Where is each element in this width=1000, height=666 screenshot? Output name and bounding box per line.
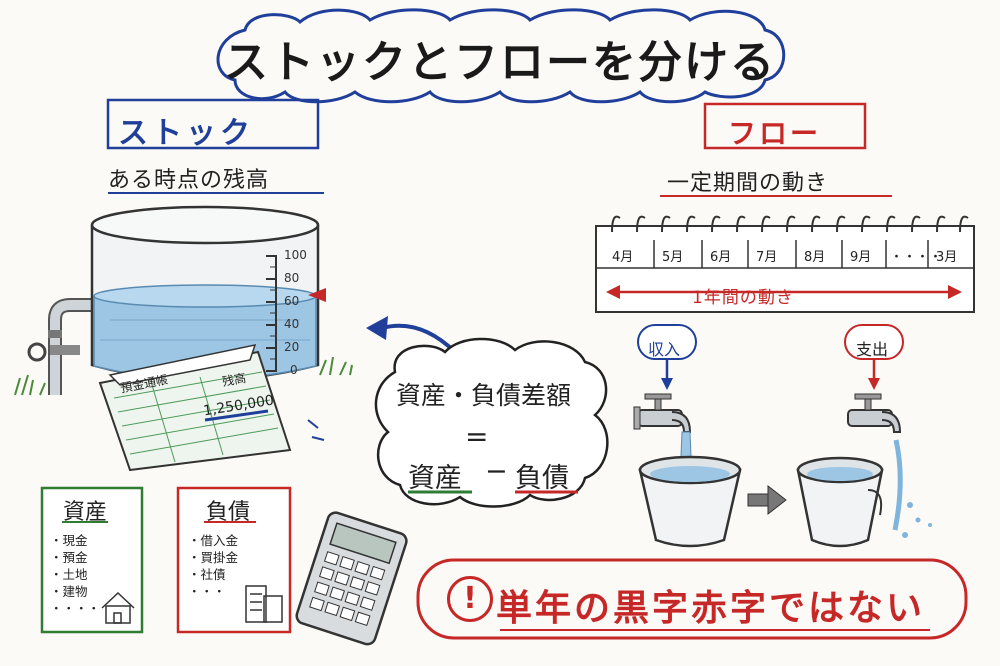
tank-scale-label: 60 [284, 294, 300, 308]
calendar-month: 5月 [662, 250, 684, 265]
equation-line1: 資産・負債差額 [396, 381, 572, 410]
grass-icon [14, 356, 353, 396]
stock-subtitle: ある時点の残高 [108, 168, 270, 193]
income-bucket-icon [638, 455, 742, 548]
equation-liabilities: 負債 [515, 463, 569, 494]
title-cloud [216, 8, 786, 104]
calendar-month: 9月 [850, 250, 872, 265]
calendar-month: 3月 [936, 250, 958, 265]
warning-text: 単年の黒字赤字ではない [496, 588, 926, 629]
calendar-month: 8月 [804, 250, 826, 265]
equation-assets: 資産 [408, 463, 462, 494]
assets-card [40, 486, 144, 634]
liabilities-card-item: ・社債 [188, 567, 226, 582]
water-splash-icon [902, 502, 932, 538]
calendar-month: ・・・・ [890, 250, 943, 265]
liabilities-card-heading: 負債 [206, 500, 251, 525]
equation-cloud [374, 337, 609, 508]
expense-bubble [844, 324, 904, 360]
tank-scale-label: 100 [284, 248, 307, 262]
calendar-icon [595, 215, 975, 313]
building-icon [245, 585, 283, 623]
tank-scale-label: 0 [290, 363, 298, 377]
expense-faucet-icon [847, 393, 902, 433]
liabilities-card-item: ・借入金 [188, 533, 239, 548]
assets-card-item: ・・・・ [50, 601, 101, 616]
liabilities-card-item: ・買掛金 [188, 550, 239, 565]
income-label: 収入 [648, 340, 681, 359]
stock-heading: ストック [118, 116, 254, 151]
assets-card-item: ・現金 [50, 533, 88, 548]
expense-water-stream [892, 439, 903, 531]
liabilities-card-item: ・・・ [188, 584, 226, 599]
transition-arrow-icon [747, 484, 787, 516]
tank-scale-label: 20 [284, 340, 300, 354]
income-bubble [637, 324, 697, 360]
tank-scale-label: 80 [284, 271, 300, 285]
expense-bucket-icon [796, 456, 884, 548]
level-marker-icon [308, 288, 326, 302]
house-icon [101, 591, 135, 624]
tank-scale-label: 40 [284, 317, 300, 331]
passbook-icon [98, 344, 325, 472]
assets-card-item: ・土地 [50, 567, 88, 582]
calendar-month: 6月 [710, 250, 732, 265]
calculator-icon [295, 511, 408, 646]
flow-heading-box [703, 102, 867, 150]
calendar-month: 4月 [612, 250, 634, 265]
expense-label: 支出 [856, 340, 889, 359]
flow-heading: フロー [728, 117, 822, 150]
assets-card-item: ・預金 [50, 550, 88, 565]
assets-card-item: ・建物 [50, 584, 88, 599]
page-title: ストックとフローを分ける [224, 37, 776, 88]
flow-subtitle: 一定期間の動き [667, 171, 829, 196]
assets-card-heading: 資産 [63, 500, 108, 525]
liabilities-card [176, 486, 292, 634]
exclamation-icon: ! [447, 576, 493, 622]
income-faucet-icon [633, 393, 692, 433]
water-tank-icon [90, 205, 326, 382]
stock-heading-box [106, 98, 320, 150]
equation-equals: = [465, 420, 489, 453]
equation-minus: − [485, 456, 508, 487]
pipe-icon [27, 298, 95, 395]
calendar-month: 7月 [756, 250, 778, 265]
year-span-label: 1年間の動き [692, 288, 794, 308]
arrow-to-stock-icon [381, 323, 457, 354]
warning-banner [416, 558, 968, 640]
